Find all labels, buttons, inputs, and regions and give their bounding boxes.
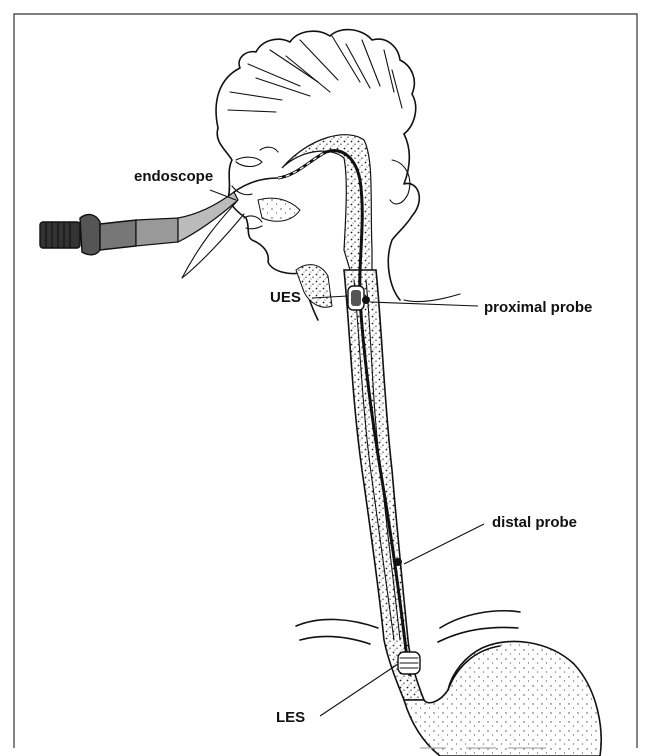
leader-proximal-probe bbox=[370, 302, 478, 306]
proximal-probe-marker bbox=[362, 296, 370, 304]
stomach bbox=[404, 641, 601, 756]
label-endoscope: endoscope bbox=[134, 168, 213, 185]
label-les: LES bbox=[276, 709, 305, 726]
figure-frame bbox=[14, 14, 637, 748]
hair bbox=[216, 30, 416, 134]
leader-distal-probe bbox=[404, 524, 484, 564]
les-sphincter bbox=[398, 652, 420, 674]
leader-les bbox=[320, 664, 398, 716]
ues-sphincter bbox=[348, 286, 364, 310]
label-proximal-probe: proximal probe bbox=[484, 299, 592, 316]
distal-probe-marker bbox=[394, 558, 402, 566]
label-distal-probe: distal probe bbox=[492, 514, 577, 531]
label-ues: UES bbox=[270, 289, 301, 306]
head-outline bbox=[217, 128, 460, 320]
